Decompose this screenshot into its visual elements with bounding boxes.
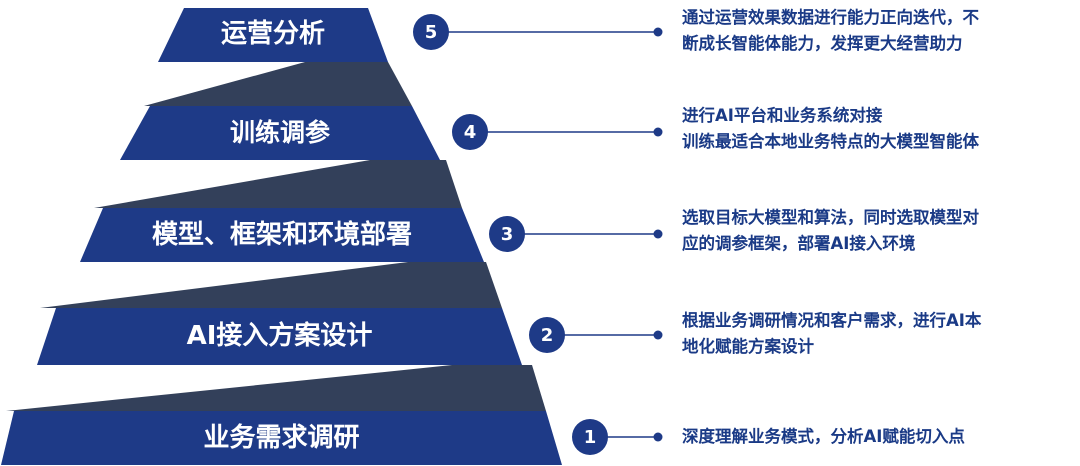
- step-3-description: 选取目标大模型和算法，同时选取模型对 应的调参框架，部署AI接入环境: [682, 205, 979, 257]
- connector-3-2: [40, 262, 502, 308]
- step-2-desc-line-2: 地化赋能方案设计: [682, 337, 814, 356]
- tier-4-shape: [120, 106, 440, 160]
- step-5-number-badge: 5: [413, 14, 449, 50]
- tier-2-shape: [37, 308, 522, 365]
- step-3-number-badge: 3: [489, 216, 525, 252]
- step-5-desc-line-2: 断成长智能体能力，发挥更大经营助力: [682, 34, 963, 53]
- tier-3-shape: [80, 208, 484, 262]
- step-4-description: 进行AI平台和业务系统对接 训练最适合本地业务特点的大模型智能体: [682, 103, 979, 155]
- tier-3-label: 模型、框架和环境部署: [151, 220, 412, 250]
- step-4-desc-line-2: 训练最适合本地业务特点的大模型智能体: [682, 132, 979, 151]
- step-1-number-badge: 1: [572, 419, 608, 455]
- leader-dot-5: [653, 27, 663, 37]
- tier-2-label: AI接入方案设计: [186, 321, 373, 351]
- leader-dot-1: [653, 432, 663, 442]
- tier-4-label: 训练调参: [229, 118, 330, 147]
- tier-1-shape: [1, 411, 562, 465]
- connector-2-1: [6, 365, 546, 411]
- step-2-description: 根据业务调研情况和客户需求，进行AI本 地化赋能方案设计: [682, 308, 981, 360]
- leader-dot-4: [653, 127, 663, 137]
- step-5-desc-line-1: 通过运营效果数据进行能力正向迭代，不: [682, 8, 979, 27]
- step-3-desc-line-1: 选取目标大模型和算法，同时选取模型对: [682, 208, 979, 227]
- step-4-number-badge: 4: [452, 114, 488, 150]
- step-1-description: 深度理解业务模式，分析AI赋能切入点: [682, 424, 965, 450]
- step-2-desc-line-1: 根据业务调研情况和客户需求，进行AI本: [682, 311, 982, 330]
- step-3-desc-line-2: 应的调参框架，部署AI接入环境: [682, 234, 916, 253]
- step-5-description: 通过运营效果数据进行能力正向迭代，不 断成长智能体能力，发挥更大经营助力: [682, 5, 979, 57]
- tier-5-shape: [158, 8, 388, 62]
- tier-1-label: 业务需求调研: [203, 423, 360, 453]
- step-4-desc-line-1: 进行AI平台和业务系统对接: [682, 106, 883, 125]
- leader-dot-3: [653, 229, 663, 239]
- step-2-number-badge: 2: [529, 317, 565, 353]
- step-1-desc-line-1: 深度理解业务模式，分析AI赋能切入点: [682, 427, 965, 446]
- tier-5-label: 运营分析: [220, 19, 325, 49]
- leader-dot-2: [653, 330, 663, 340]
- connector-5-4: [144, 62, 412, 106]
- connector-4-3: [94, 160, 462, 208]
